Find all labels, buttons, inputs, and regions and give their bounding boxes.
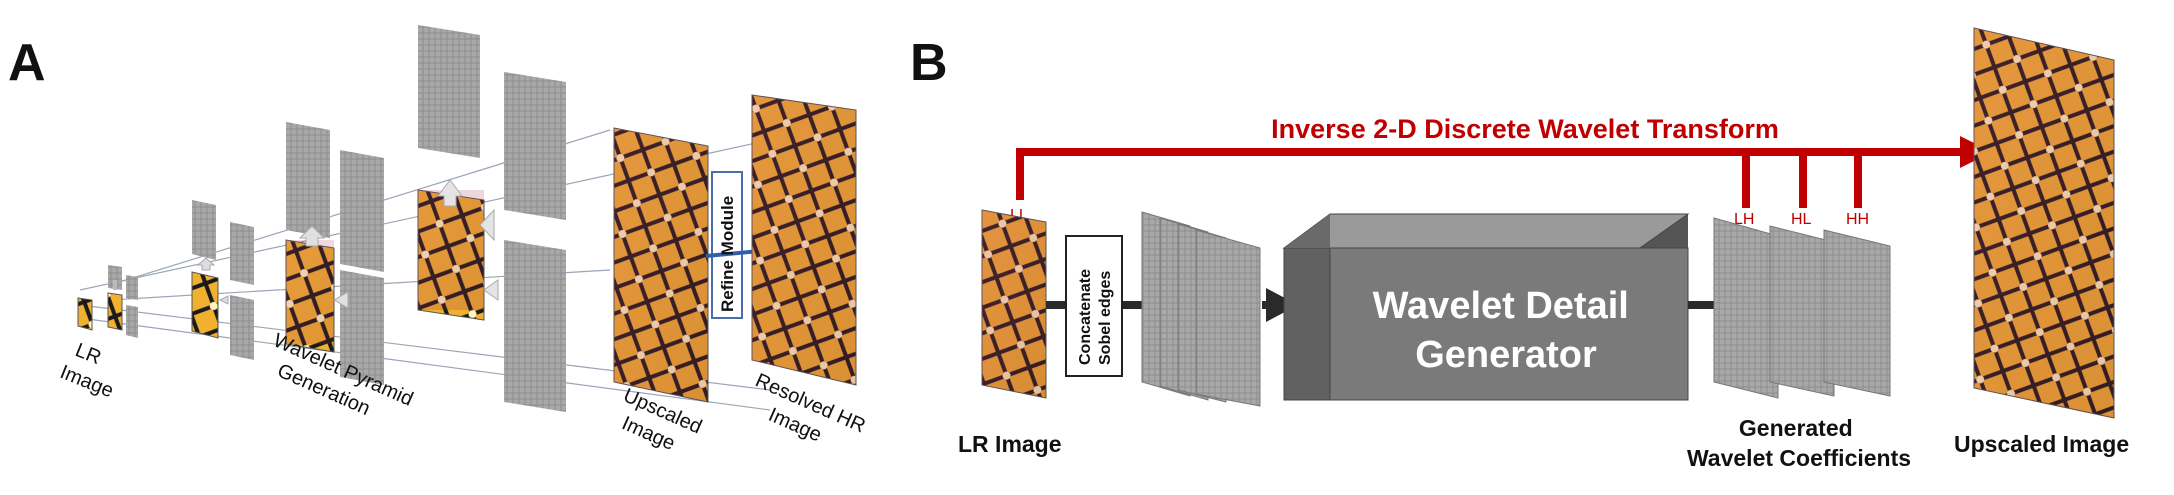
label-upscaled-image-b: Upscaled Image [1954, 431, 2129, 457]
hl-label: HL [1791, 211, 1812, 228]
idwt-arrow [1016, 136, 1992, 208]
lh-label: LH [1734, 211, 1754, 228]
pyramid-level-1 [107, 265, 138, 338]
arrow-to-generator [1262, 288, 1298, 322]
concatenate-box: Concatenate Sobel edges [1065, 235, 1123, 377]
panel-a-letter: A [8, 34, 46, 92]
pyramid-level-2 [191, 200, 254, 360]
idwt-label: Inverse 2-D Discrete Wavelet Transform [1271, 114, 1779, 144]
pyramid-level-3 [285, 122, 384, 385]
feature-map-stack [1141, 211, 1261, 407]
panel-a-upscaled-image [613, 127, 709, 403]
panel-b-upscaled-image [1973, 27, 2115, 419]
svg-text:Concatenate Sobel edges: Concatenate Sobel edges [1077, 265, 1114, 365]
wavelet-detail-generator-box: Wavelet Detail Generator [1282, 213, 1690, 401]
label-generated-coefficients: Generated Wavelet Coefficients [1687, 415, 1911, 471]
hh-label: HH [1846, 211, 1869, 228]
svg-text:Wavelet Detail Generator: Wavelet Detail Generator [1373, 285, 1640, 376]
label-refine-module: Refine Module [718, 196, 737, 312]
panel-b-letter: B [910, 34, 948, 92]
pyramid-level-4 [417, 25, 566, 412]
wavelet-coefficient-maps [1713, 217, 1891, 399]
resolved-hr-image [751, 94, 857, 386]
refine-module-box [705, 171, 798, 319]
label-lr-image-b: LR Image [958, 431, 1062, 457]
label-lr-image: LR Image [57, 337, 127, 402]
panel-b-lr-image [981, 209, 1047, 399]
lr-image-tiny [77, 297, 93, 331]
